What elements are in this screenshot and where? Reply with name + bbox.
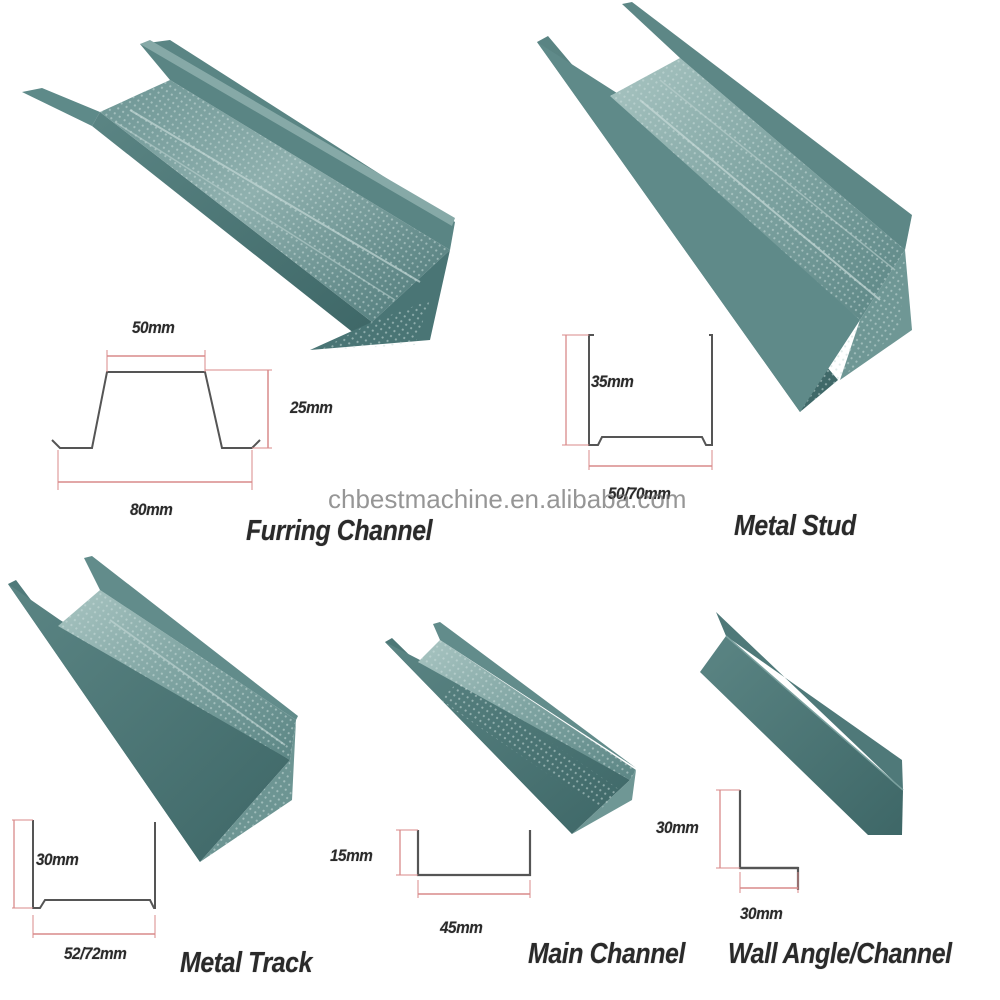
metal-track-height-label: 30mm bbox=[36, 850, 79, 869]
metal-track-width-label: 52/72mm bbox=[64, 944, 127, 963]
furring-height-label: 25mm bbox=[290, 398, 333, 417]
wall-angle-image bbox=[700, 612, 904, 835]
furring-channel-title: Furring Channel bbox=[246, 515, 433, 547]
wall-angle-width-label: 30mm bbox=[740, 904, 783, 923]
main-channel-image bbox=[385, 622, 636, 834]
metal-stud-image bbox=[537, 2, 912, 412]
metal-track-profile bbox=[12, 819, 156, 938]
wall-angle-profile bbox=[716, 789, 800, 893]
wall-angle-height-label: 30mm bbox=[656, 818, 699, 837]
metal-stud-height-label: 35mm bbox=[591, 372, 634, 391]
furring-bottom-width-label: 80mm bbox=[130, 500, 173, 519]
metal-stud-width-label: 50/70mm bbox=[608, 484, 671, 503]
furring-channel-image bbox=[22, 40, 455, 350]
main-channel-title: Main Channel bbox=[528, 938, 685, 970]
watermark-text: chbestmachine.en.alibaba.com bbox=[328, 484, 687, 514]
metal-stud-profile bbox=[562, 334, 713, 470]
metal-stud-title: Metal Stud bbox=[734, 510, 856, 542]
furring-top-width-label: 50mm bbox=[132, 318, 175, 337]
wall-angle-title: Wall Angle/Channel bbox=[728, 938, 952, 970]
main-channel-width-label: 45mm bbox=[440, 918, 483, 937]
main-channel-profile bbox=[396, 829, 532, 898]
furring-channel-profile bbox=[51, 350, 272, 490]
main-channel-height-label: 15mm bbox=[330, 846, 373, 865]
metal-track-image bbox=[8, 556, 298, 862]
metal-track-title: Metal Track bbox=[180, 947, 313, 979]
